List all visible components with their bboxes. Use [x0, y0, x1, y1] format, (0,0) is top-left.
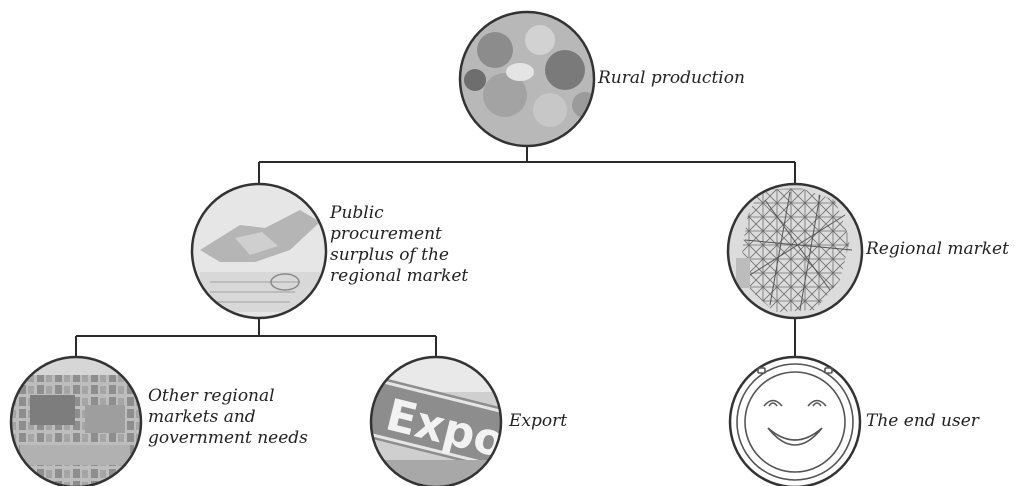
- label-line: Regional market: [866, 239, 1009, 259]
- label-line: Public: [330, 203, 384, 223]
- node-regional-market: [726, 182, 864, 320]
- node-rural-production: [458, 10, 596, 148]
- label-line: The end user: [866, 411, 979, 431]
- label-line: regional market: [330, 266, 469, 286]
- label-regional-market: Regional market: [866, 239, 1009, 260]
- label-line: surplus of the: [330, 245, 449, 265]
- produce-photo: [460, 12, 594, 146]
- node-public-procurement: [190, 182, 328, 320]
- edge-rural-to-level2: [258, 146, 796, 184]
- label-line: Export: [509, 411, 568, 431]
- label-line: procurement: [330, 224, 442, 244]
- label-rural-production: Rural production: [598, 68, 745, 89]
- edge-public-to-level3: [75, 318, 437, 357]
- network-map-photo: [728, 184, 862, 318]
- label-other-regional-markets: Other regional markets and government ne…: [148, 386, 308, 449]
- smiley-face-icon: [736, 363, 854, 481]
- node-end-user: [728, 355, 862, 486]
- label-export: Export: [509, 411, 567, 432]
- node-export: Expo: [369, 355, 503, 486]
- connectors: [75, 146, 796, 357]
- label-line: Other regional: [148, 386, 275, 406]
- label-line: Rural production: [598, 68, 745, 88]
- label-public-procurement: Public procurement surplus of the region…: [330, 203, 468, 287]
- label-line: markets and: [148, 407, 256, 427]
- warehouse-photo: [11, 357, 141, 486]
- label-end-user: The end user: [866, 411, 979, 432]
- node-other-regional-markets: [9, 355, 143, 486]
- label-line: government needs: [148, 428, 308, 448]
